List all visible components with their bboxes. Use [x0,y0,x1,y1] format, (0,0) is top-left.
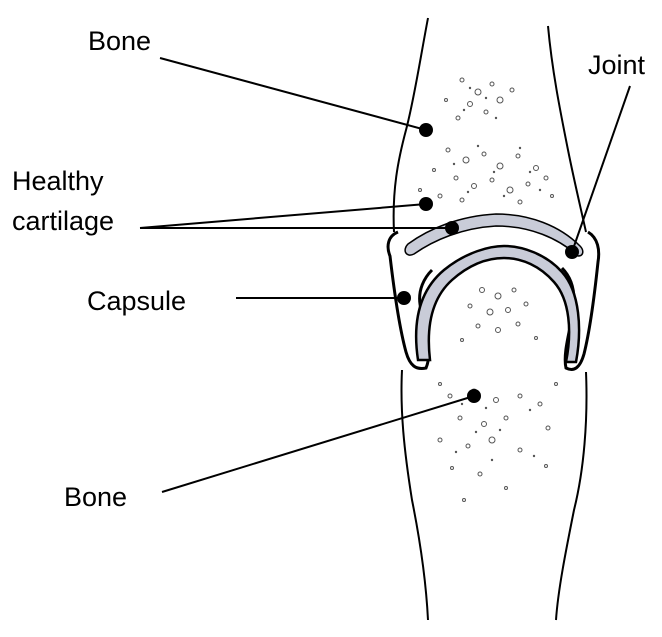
lower-bone-left-edge [401,370,428,620]
label-capsule: Capsule [87,286,186,317]
lower-cartilage [416,246,579,362]
lower-bone-shaft-texture [438,383,558,502]
label-cartilage: cartilage [12,206,114,237]
pointer-dot-capsule [397,291,411,305]
upper-bone-right-edge [548,26,586,232]
pointer-dot-bone-bottom [467,389,481,403]
leader-joint [572,86,630,252]
pointer-dot-bone-top [419,123,433,137]
pointer-dot-cartilage-lower [445,221,459,235]
label-joint: Joint [588,50,645,81]
leader-cartilage-upper [140,204,426,228]
label-bone-top: Bone [88,26,151,57]
label-bone-bottom: Bone [64,482,127,513]
pointer-dot-cartilage-upper [419,197,433,211]
lower-bone-texture [461,288,538,342]
leader-bone-bottom [162,396,474,492]
lower-bone-shaft-dots [455,403,535,461]
upper-bone-texture-dots [453,87,541,197]
pointer-dot-joint [565,245,579,259]
lower-bone-right-edge [556,372,587,620]
label-healthy: Healthy [12,166,104,197]
leader-bone-top [160,58,426,130]
